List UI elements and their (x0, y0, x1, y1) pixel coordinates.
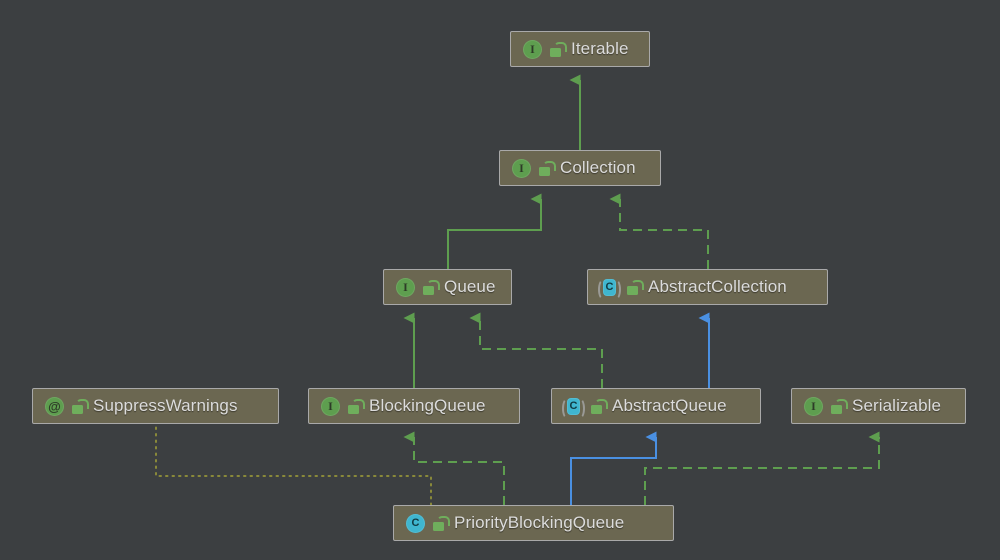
edge-priorityblockingqueue-to-blockingqueue (403, 431, 505, 505)
node-queue[interactable]: I Queue (383, 269, 512, 305)
interface-icon: I (511, 158, 532, 179)
unlocked-lock-icon (348, 398, 365, 414)
node-label: Queue (444, 277, 496, 296)
edge-abstractcollection-to-collection (609, 193, 709, 269)
edge-priorityblockingqueue-to-abstractqueue (570, 431, 657, 505)
unlocked-lock-icon (539, 160, 556, 176)
node-label: SuppressWarnings (93, 396, 238, 415)
unlocked-lock-icon (831, 398, 848, 414)
node-label: Collection (560, 158, 636, 177)
unlocked-lock-icon (433, 515, 450, 531)
annotation-icon: @ (44, 396, 65, 417)
node-blockingqueue[interactable]: I BlockingQueue (308, 388, 520, 424)
node-serializable[interactable]: I Serializable (791, 388, 966, 424)
node-abstractqueue[interactable]: C AbstractQueue (551, 388, 761, 424)
unlocked-lock-icon (627, 279, 644, 295)
interface-icon: I (803, 396, 824, 417)
class-icon: C (405, 513, 426, 534)
edge-abstractqueue-to-queue (469, 312, 603, 388)
node-label: PriorityBlockingQueue (454, 513, 625, 532)
node-label: Serializable (852, 396, 942, 415)
unlocked-lock-icon (72, 398, 89, 414)
interface-icon: I (395, 277, 416, 298)
abstract-class-icon: C (562, 396, 585, 419)
node-suppresswarnings[interactable]: @ SuppressWarnings (32, 388, 279, 424)
interface-icon: I (522, 39, 543, 60)
node-label: Iterable (571, 39, 629, 58)
edge-queue-to-collection (447, 193, 542, 269)
node-iterable[interactable]: I Iterable (510, 31, 650, 67)
unlocked-lock-icon (550, 41, 567, 57)
node-label: AbstractQueue (612, 396, 727, 415)
node-abstractcollection[interactable]: C AbstractCollection (587, 269, 828, 305)
node-collection[interactable]: I Collection (499, 150, 661, 186)
node-label: AbstractCollection (648, 277, 787, 296)
node-priorityblockingqueue[interactable]: C PriorityBlockingQueue (393, 505, 674, 541)
edge-priorityblockingqueue-to-suppresswarnings (155, 424, 432, 506)
edge-priorityblockingqueue-to-serializable (644, 431, 880, 505)
unlocked-lock-icon (591, 398, 608, 414)
node-label: BlockingQueue (369, 396, 486, 415)
unlocked-lock-icon (423, 279, 440, 295)
abstract-class-icon: C (598, 277, 621, 300)
interface-icon: I (320, 396, 341, 417)
